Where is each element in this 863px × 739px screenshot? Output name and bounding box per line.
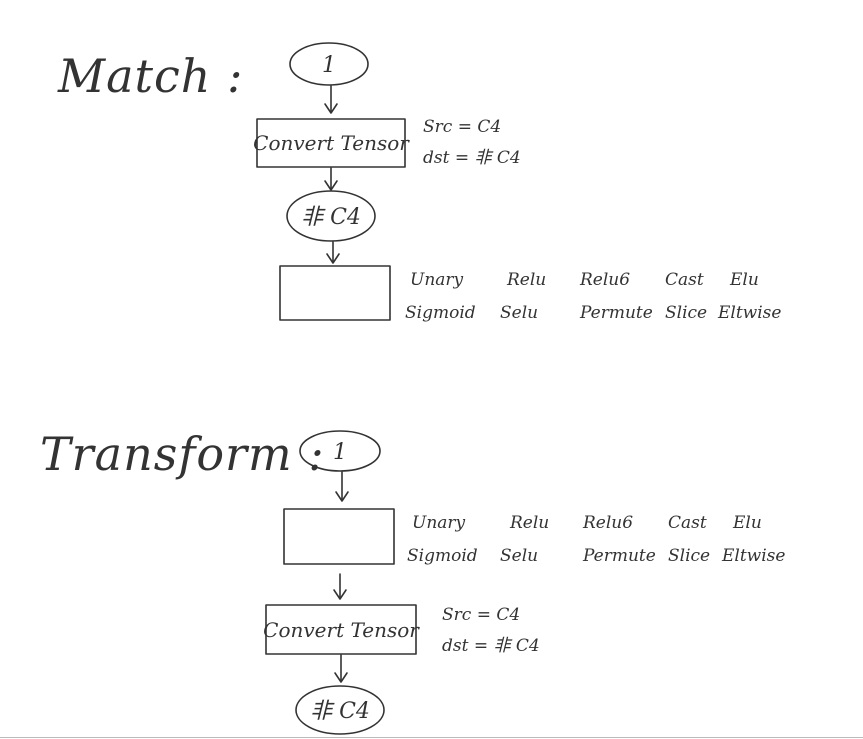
match-convert-tensor-box <box>256 118 406 168</box>
match-op-unary: Unary <box>410 270 464 290</box>
match-op-relu: Relu <box>506 270 546 290</box>
match-start-node <box>289 42 369 86</box>
transform-arrow-2-head <box>333 589 347 600</box>
transform-result-node-label: 非 C4 <box>310 699 370 724</box>
transform-op-unary: Unary <box>412 513 466 533</box>
match-result-node-label: 非 C4 <box>301 205 361 230</box>
match-note-dst: dst = 非 C4 <box>423 148 521 168</box>
transform-op-sigmoid: Sigmoid <box>407 546 478 566</box>
match-ops-list: Unary Relu Relu6 Cast Elu Sigmoid Selu P… <box>405 270 781 323</box>
transform-result-node <box>295 685 385 735</box>
match-op-cast: Cast <box>665 270 704 290</box>
transform-start-node <box>299 430 381 472</box>
match-title: Match : <box>57 49 244 103</box>
transform-arrow-1-head <box>335 491 349 502</box>
transform-op-eltwise: Eltwise <box>721 546 785 566</box>
transform-op-selu: Selu <box>500 546 538 566</box>
transform-arrow-3-head <box>334 672 348 683</box>
transform-op-cast: Cast <box>668 513 707 533</box>
match-op-sigmoid: Sigmoid <box>405 303 476 323</box>
transform-start-node-label: 1 <box>333 440 347 465</box>
match-op-selu: Selu <box>500 303 538 323</box>
transform-note-dst: dst = 非 C4 <box>442 636 540 656</box>
transform-note-src: Src = C4 <box>442 605 520 625</box>
match-op-eltwise: Eltwise <box>717 303 781 323</box>
match-result-node <box>286 190 376 242</box>
match-start-node-label: 1 <box>322 53 336 78</box>
transform-ops-list: Unary Relu Relu6 Cast Elu Sigmoid Selu P… <box>407 513 785 566</box>
match-op-elu: Elu <box>729 270 759 290</box>
match-arrow-2-head <box>324 180 338 191</box>
match-op-permute: Permute <box>579 303 653 323</box>
match-arrow-3-head <box>326 253 340 264</box>
match-ops-box <box>279 265 391 321</box>
match-note-src: Src = C4 <box>423 117 501 137</box>
match-op-relu6: Relu6 <box>579 270 630 290</box>
match-op-slice: Slice <box>665 303 707 323</box>
match-arrow-1-head <box>324 103 338 114</box>
transform-op-elu: Elu <box>732 513 762 533</box>
transform-op-relu: Relu <box>509 513 549 533</box>
match-convert-tensor-label: Convert Tensor <box>253 131 410 155</box>
transform-convert-tensor-box <box>265 604 417 655</box>
transform-op-relu6: Relu6 <box>582 513 633 533</box>
transform-op-slice: Slice <box>668 546 710 566</box>
transform-ops-box <box>283 508 395 565</box>
transform-op-permute: Permute <box>582 546 656 566</box>
transform-title: Transform : <box>40 427 325 481</box>
transform-convert-tensor-label: Convert Tensor <box>263 618 420 642</box>
